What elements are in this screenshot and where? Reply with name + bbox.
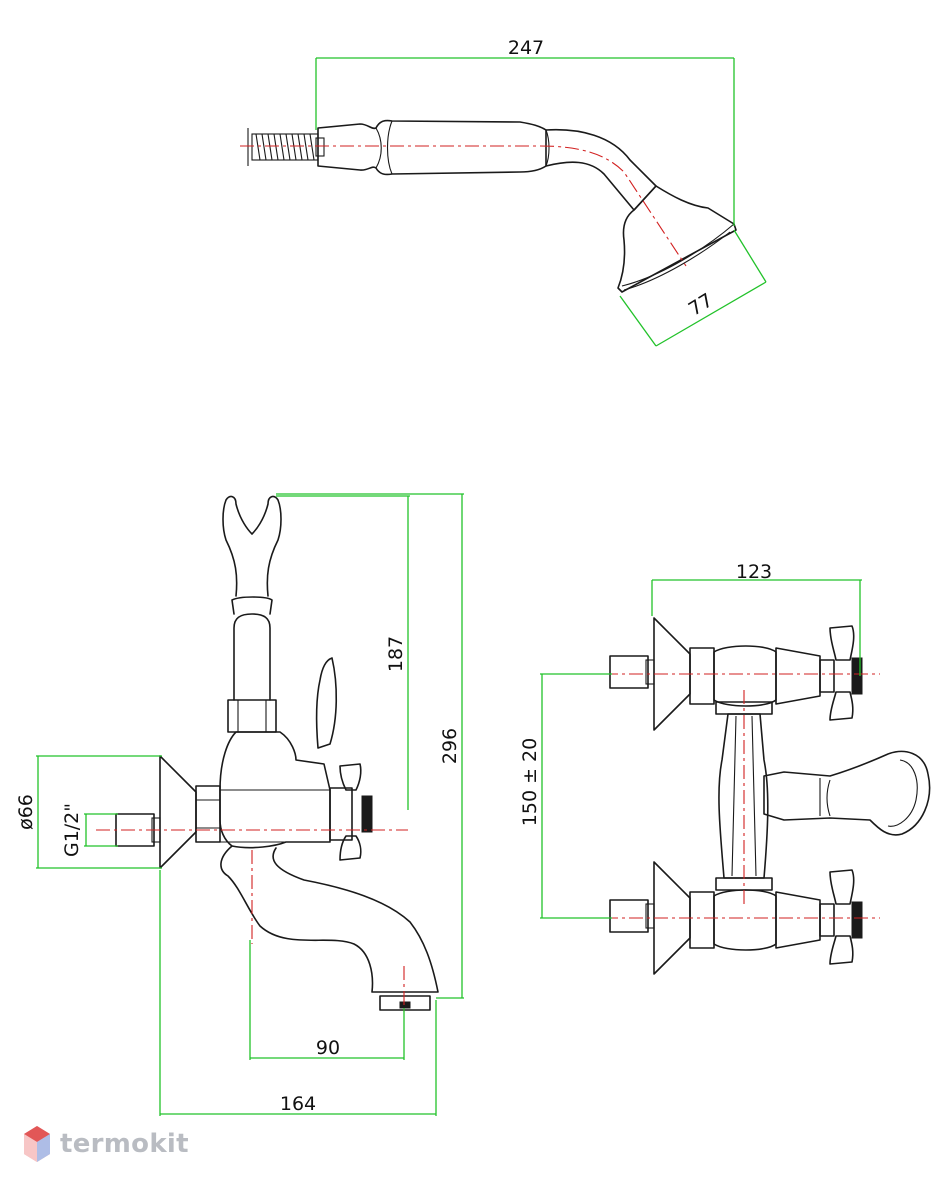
shower-neck <box>545 128 657 211</box>
dim-holder-height: 187 <box>385 636 407 672</box>
cross-handle <box>329 763 373 861</box>
dim-flange-diameter: ø66 <box>15 794 37 830</box>
dim-thread: G1/2" <box>61 803 83 857</box>
dim-handle-span: 123 <box>736 561 772 583</box>
shower-handle <box>317 119 547 176</box>
dim-total-depth: 164 <box>280 1093 316 1115</box>
bath-spout <box>220 845 439 993</box>
brand-hexagon-icon <box>24 1126 50 1162</box>
brand-name: termokit <box>60 1129 189 1159</box>
holder-column <box>233 613 271 701</box>
shower-head <box>617 185 737 293</box>
dim-spout-reach: 90 <box>316 1037 340 1059</box>
wall-flange <box>159 755 197 869</box>
shower-holder <box>222 495 282 615</box>
spout-front <box>763 750 931 836</box>
shower-hose <box>247 128 325 166</box>
brand-logo: termokit <box>22 1124 189 1164</box>
dim-total-height: 296 <box>439 728 461 764</box>
mixer-column <box>718 713 769 879</box>
hex-collar <box>227 699 277 733</box>
hex-nut <box>195 785 221 843</box>
mixer-front-view <box>540 579 931 975</box>
mixer-side-view <box>36 493 464 1116</box>
upper-inlet <box>609 617 863 731</box>
dim-shower-length: 247 <box>508 37 544 59</box>
dim-center-distance: 150 ± 20 <box>519 738 541 826</box>
diverter-lever <box>315 657 338 749</box>
hand-shower-view <box>240 57 767 347</box>
dim-shower-head-diameter: 77 <box>685 289 717 320</box>
